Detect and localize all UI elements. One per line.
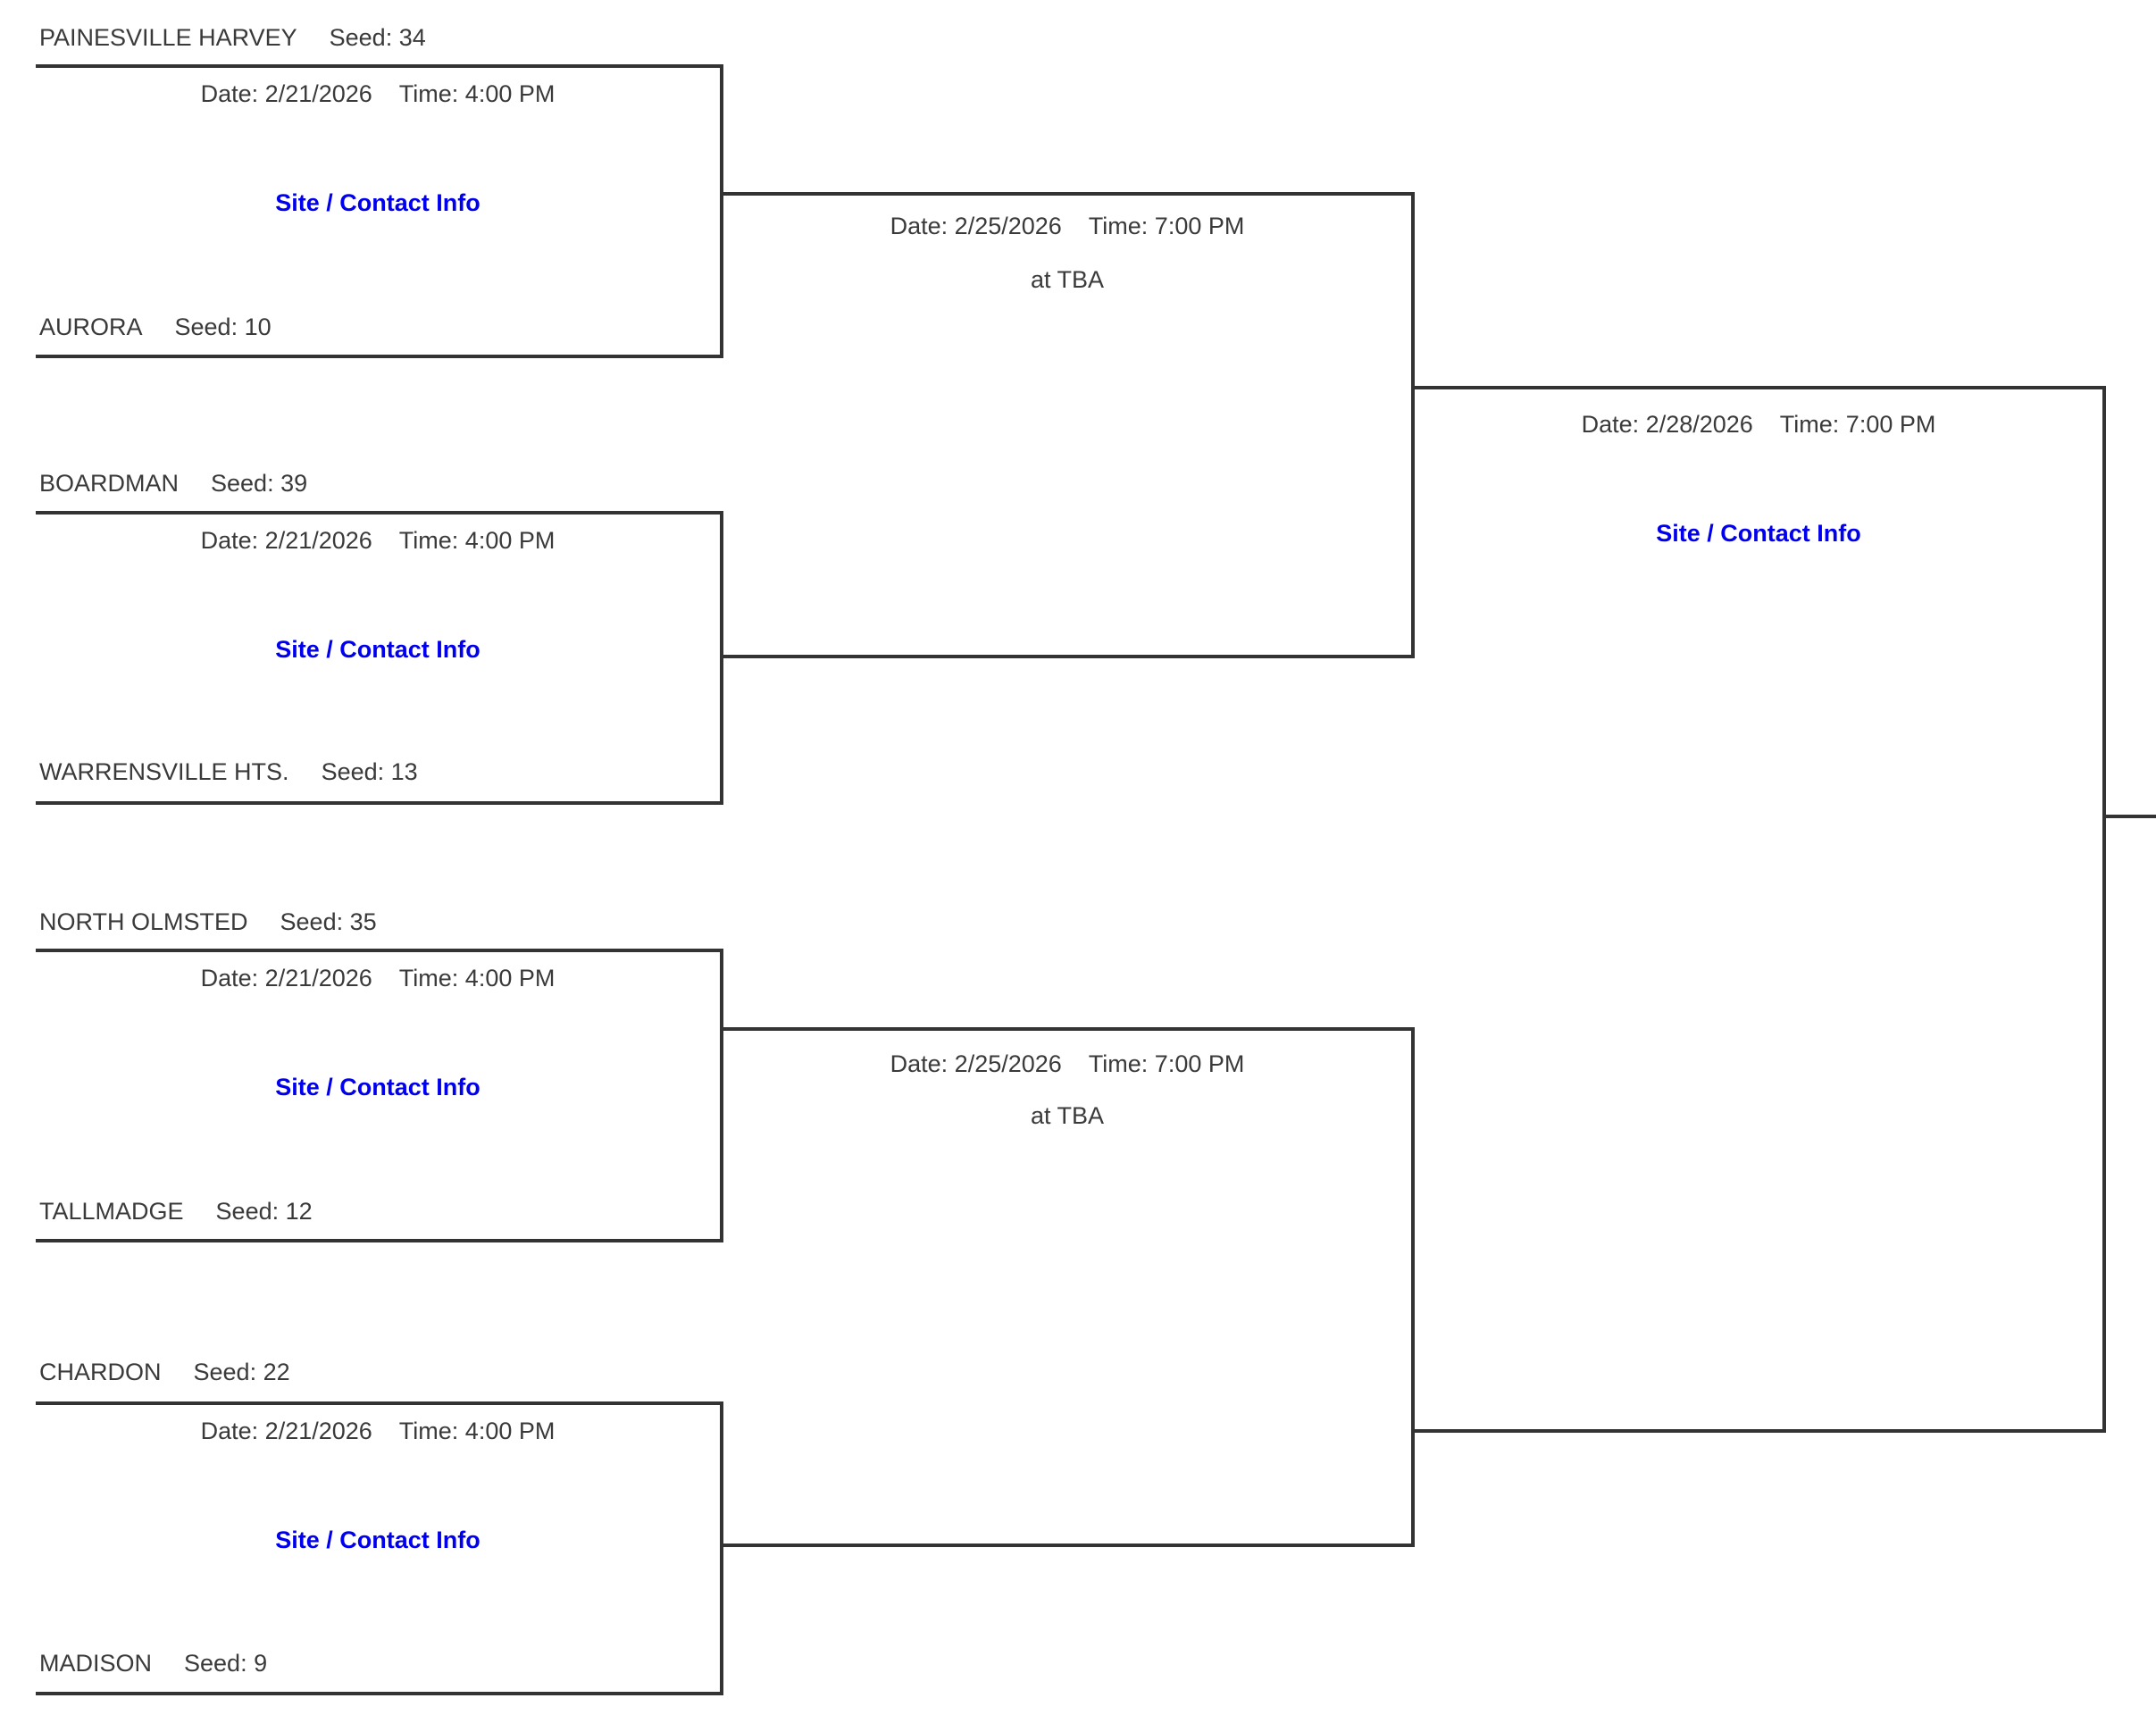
team-name: MADISON bbox=[39, 1650, 153, 1677]
game-date: Date: 2/21/2026 bbox=[200, 1418, 372, 1444]
game-datetime: Date: 2/21/2026 Time: 4:00 PM bbox=[36, 79, 720, 109]
game-time: Time: 4:00 PM bbox=[398, 527, 556, 554]
team-seed: Seed: 12 bbox=[215, 1198, 313, 1225]
site-contact-link[interactable]: Site / Contact Info bbox=[275, 189, 481, 216]
team-label: WARRENSVILLE HTS. Seed: 13 bbox=[39, 757, 418, 787]
team-seed: Seed: 35 bbox=[280, 908, 377, 935]
game-time: Time: 4:00 PM bbox=[398, 80, 556, 107]
match-box-round1-game4: Date: 2/21/2026 Time: 4:00 PM Site / Con… bbox=[36, 1401, 723, 1695]
game-datetime: Date: 2/21/2026 Time: 4:00 PM bbox=[36, 963, 720, 993]
game-datetime: Date: 2/25/2026 Time: 7:00 PM bbox=[723, 211, 1411, 241]
game-datetime: Date: 2/21/2026 Time: 4:00 PM bbox=[36, 525, 720, 556]
winner-advance-line bbox=[2106, 815, 2156, 818]
game-datetime: Date: 2/21/2026 Time: 4:00 PM bbox=[36, 1416, 720, 1446]
match-box-round1-game2: Date: 2/21/2026 Time: 4:00 PM Site / Con… bbox=[36, 511, 723, 805]
game-date: Date: 2/25/2026 bbox=[890, 213, 1062, 239]
game-time: Time: 4:00 PM bbox=[398, 1418, 556, 1444]
site-contact-link[interactable]: Site / Contact Info bbox=[1656, 520, 1861, 547]
team-seed: Seed: 13 bbox=[321, 758, 418, 785]
game-date: Date: 2/21/2026 bbox=[200, 80, 372, 107]
site-contact-link[interactable]: Site / Contact Info bbox=[275, 1527, 481, 1553]
team-name: WARRENSVILLE HTS. bbox=[39, 758, 289, 785]
team-name: CHARDON bbox=[39, 1359, 162, 1385]
team-label: AURORA Seed: 10 bbox=[39, 312, 272, 342]
team-label: TALLMADGE Seed: 12 bbox=[39, 1196, 313, 1226]
team-name: TALLMADGE bbox=[39, 1198, 184, 1225]
match-box-round3-final: Date: 2/28/2026 Time: 7:00 PM Site / Con… bbox=[1415, 386, 2106, 1433]
team-seed: Seed: 22 bbox=[193, 1359, 290, 1385]
game-datetime: Date: 2/25/2026 Time: 7:00 PM bbox=[723, 1049, 1411, 1079]
game-datetime: Date: 2/28/2026 Time: 7:00 PM bbox=[1415, 409, 2102, 439]
game-time: Time: 7:00 PM bbox=[1779, 411, 1936, 438]
game-date: Date: 2/25/2026 bbox=[890, 1050, 1062, 1077]
match-box-round2-game1: Date: 2/25/2026 Time: 7:00 PM at TBA bbox=[723, 192, 1415, 658]
game-location: at TBA bbox=[1030, 1102, 1105, 1129]
game-date: Date: 2/28/2026 bbox=[1581, 411, 1753, 438]
site-contact-link[interactable]: Site / Contact Info bbox=[275, 636, 481, 663]
match-box-round1-game1: Date: 2/21/2026 Time: 4:00 PM Site / Con… bbox=[36, 64, 723, 358]
team-name: NORTH OLMSTED bbox=[39, 908, 248, 935]
team-label: NORTH OLMSTED Seed: 35 bbox=[39, 907, 377, 937]
team-label: BOARDMAN Seed: 39 bbox=[39, 468, 307, 498]
team-label: PAINESVILLE HARVEY Seed: 34 bbox=[39, 22, 426, 53]
team-seed: Seed: 10 bbox=[174, 314, 272, 340]
game-date: Date: 2/21/2026 bbox=[200, 527, 372, 554]
team-seed: Seed: 9 bbox=[184, 1650, 268, 1677]
match-box-round1-game3: Date: 2/21/2026 Time: 4:00 PM Site / Con… bbox=[36, 949, 723, 1242]
game-date: Date: 2/21/2026 bbox=[200, 965, 372, 991]
game-time: Time: 4:00 PM bbox=[398, 965, 556, 991]
game-time: Time: 7:00 PM bbox=[1088, 213, 1245, 239]
site-contact-link[interactable]: Site / Contact Info bbox=[275, 1074, 481, 1100]
team-seed: Seed: 39 bbox=[211, 470, 308, 497]
team-seed: Seed: 34 bbox=[329, 24, 426, 51]
match-box-round2-game2: Date: 2/25/2026 Time: 7:00 PM at TBA bbox=[723, 1027, 1415, 1547]
team-label: CHARDON Seed: 22 bbox=[39, 1357, 290, 1387]
team-name: AURORA bbox=[39, 314, 143, 340]
team-name: BOARDMAN bbox=[39, 470, 180, 497]
game-time: Time: 7:00 PM bbox=[1088, 1050, 1245, 1077]
team-label: MADISON Seed: 9 bbox=[39, 1648, 267, 1678]
game-location: at TBA bbox=[1030, 266, 1105, 293]
team-name: PAINESVILLE HARVEY bbox=[39, 24, 297, 51]
